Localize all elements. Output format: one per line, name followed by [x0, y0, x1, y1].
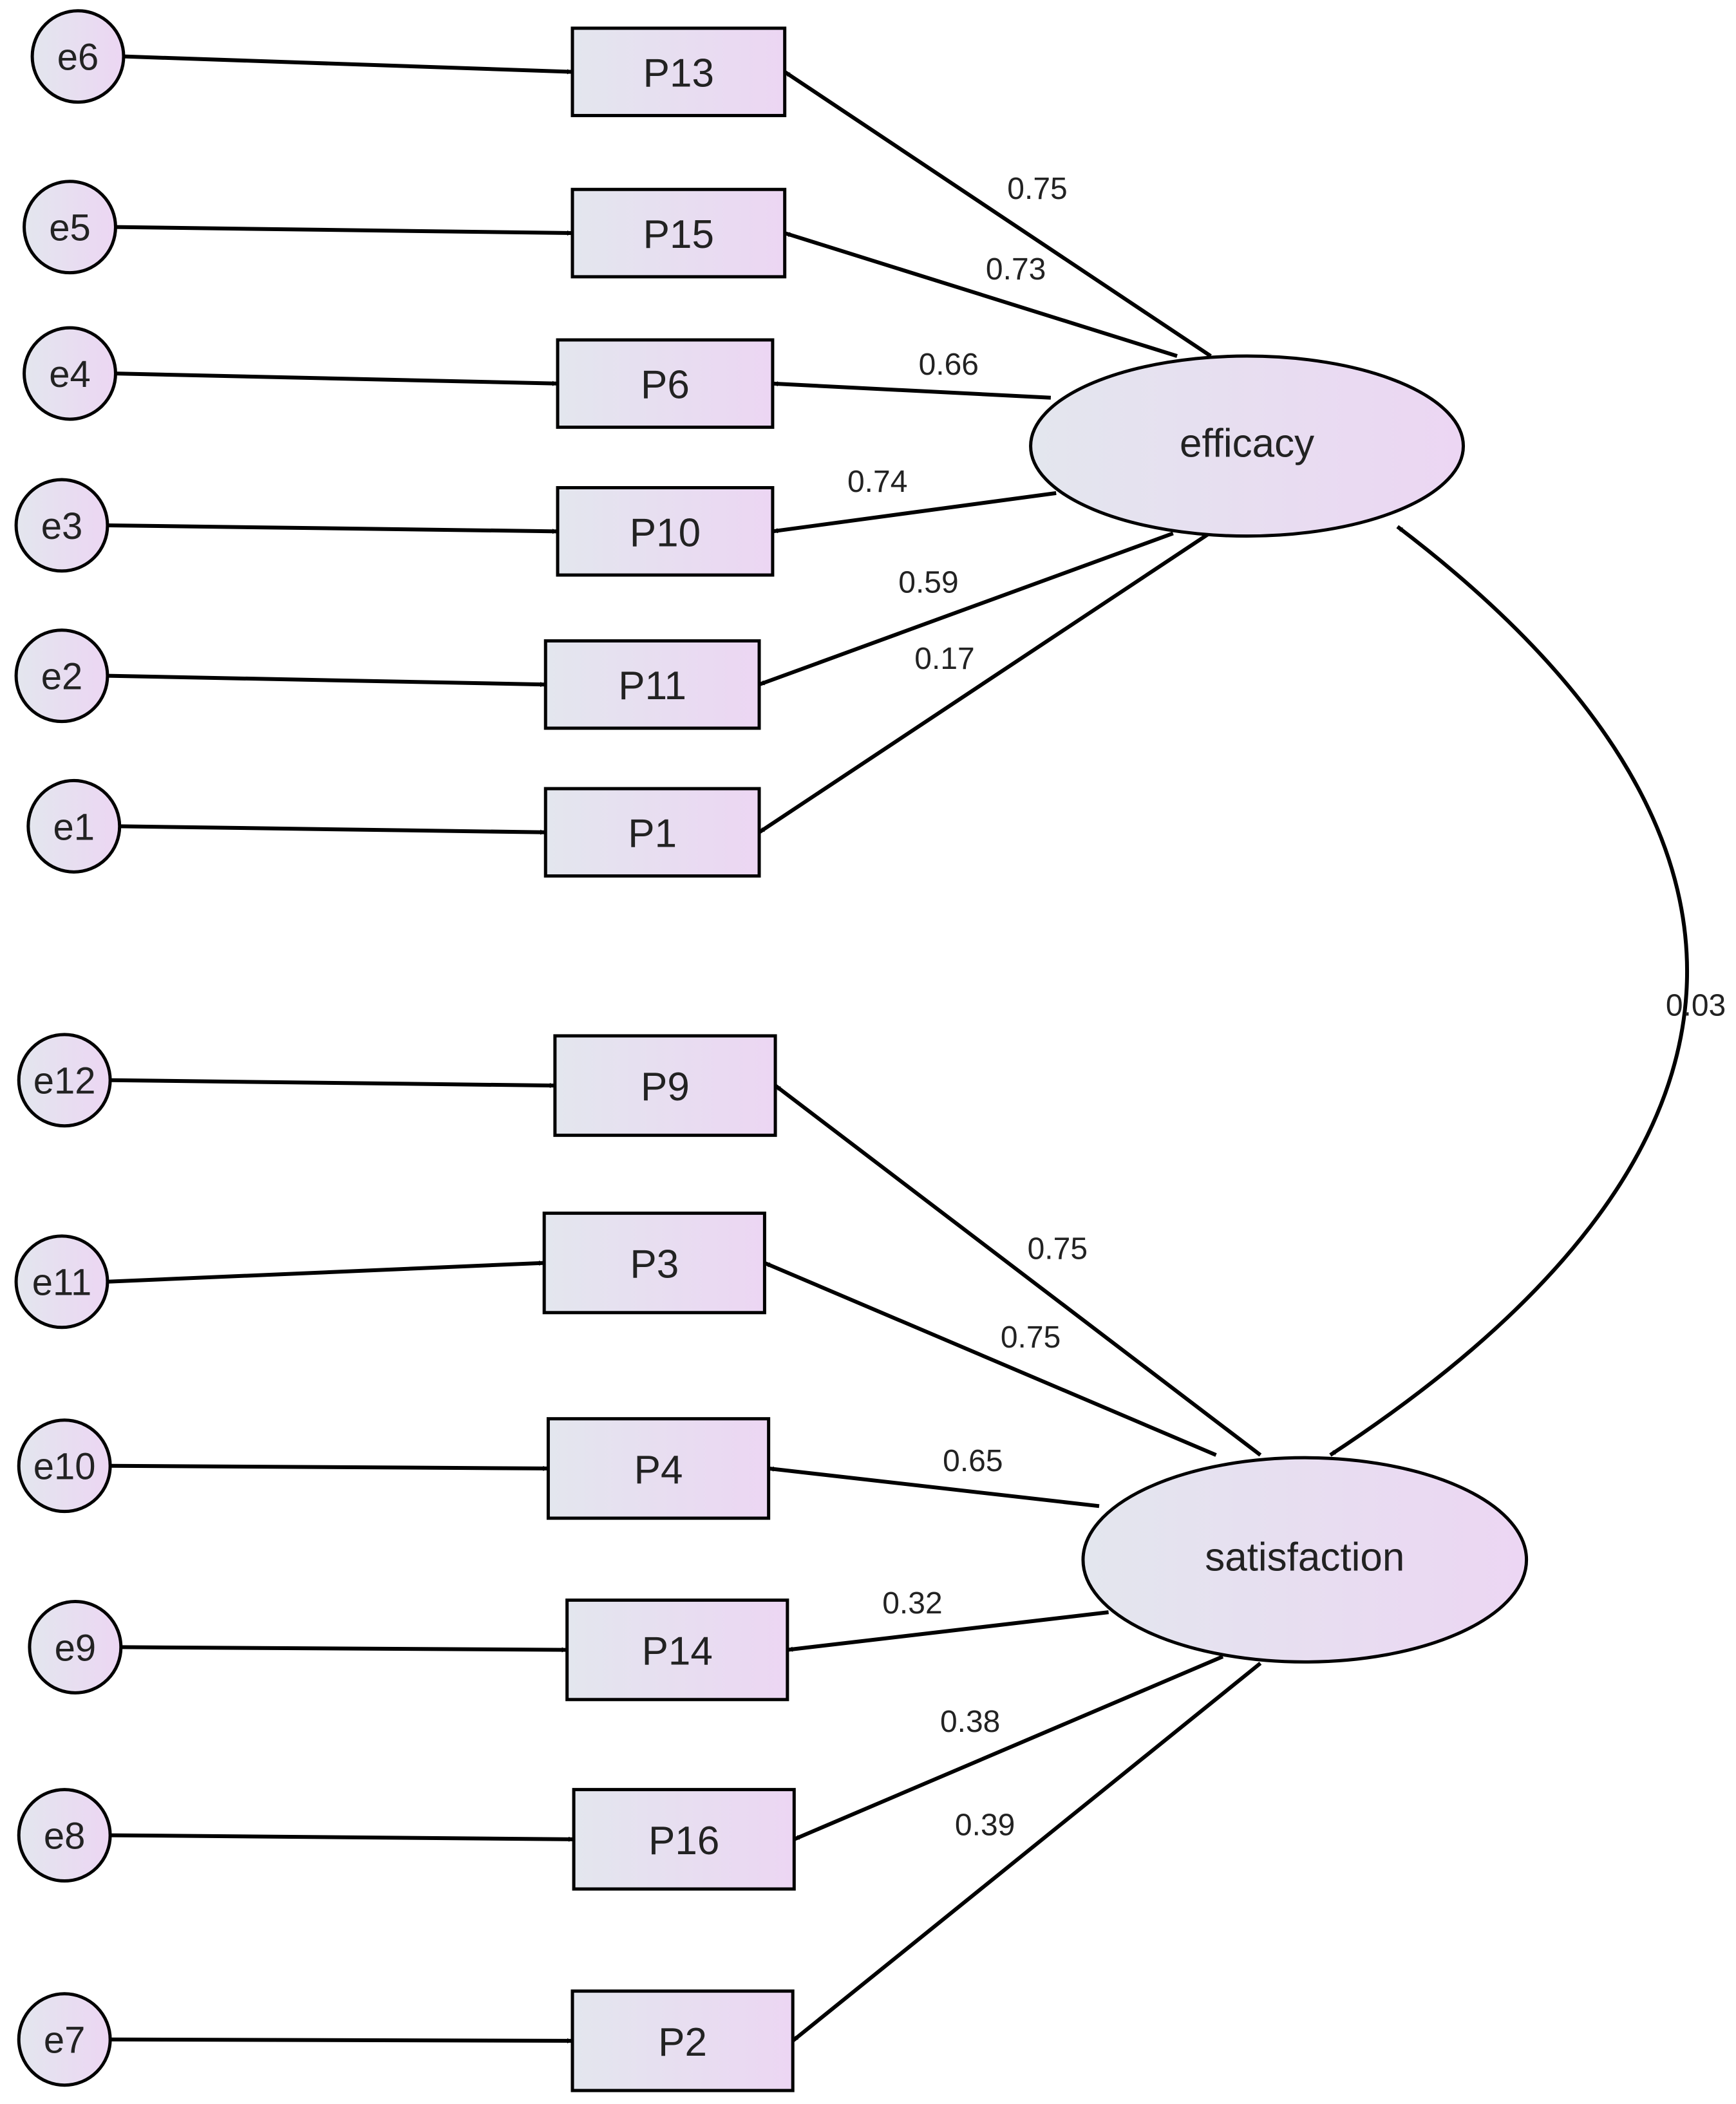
loading-label-p3: 0.75: [1001, 1320, 1061, 1355]
error-path-e5: [115, 225, 573, 236]
loading-path-p4: [768, 1466, 1100, 1508]
nodes-layer: [14, 9, 1529, 2092]
indicator-label-p13: P13: [643, 52, 714, 96]
loading-label-p11: 0.59: [898, 565, 958, 599]
loading-label-p14: 0.32: [882, 1586, 942, 1620]
loading-label-p6: 0.66: [919, 348, 979, 382]
error-path-e11: [107, 1260, 545, 1284]
loading-path-p2: [791, 1662, 1262, 2043]
loading-label-p16: 0.38: [940, 1705, 1000, 1739]
error-circle-e3: [14, 478, 109, 573]
error-label-e2: e2: [41, 656, 83, 698]
indicator-label-p1: P1: [628, 812, 677, 856]
correlation-arc: [1329, 525, 1689, 1457]
error-path-e7: [110, 2037, 572, 2043]
indicator-label-p9: P9: [641, 1065, 690, 1109]
error-label-e9: e9: [55, 1627, 97, 1669]
correlation-label: 0.03: [1666, 989, 1726, 1023]
indicator-label-p16: P16: [648, 1819, 719, 1863]
error-label-e4: e4: [49, 353, 91, 395]
error-label-e12: e12: [33, 1060, 96, 1102]
error-path-e6: [123, 54, 573, 75]
indicator-label-p2: P2: [658, 2020, 707, 2065]
indicator-box-p10: [556, 486, 775, 577]
loading-label-p9: 0.75: [1028, 1232, 1088, 1266]
error-path-e12: [110, 1078, 555, 1089]
indicator-box-p1: [543, 787, 761, 878]
error-path-e2: [107, 673, 546, 688]
latent-efficacy: [1029, 354, 1466, 538]
error-label-e3: e3: [41, 505, 83, 547]
error-path-e9: [120, 1645, 567, 1653]
loading-label-p15: 0.73: [986, 252, 1046, 286]
loading-path-p9: [774, 1084, 1262, 1457]
indicator-label-p11: P11: [618, 664, 686, 708]
indicator-label-p15: P15: [643, 212, 714, 257]
indicator-box-p3: [542, 1211, 766, 1315]
indicator-label-p10: P10: [630, 511, 701, 555]
indicator-label-p14: P14: [642, 1630, 713, 1674]
indicator-label-p4: P4: [634, 1448, 683, 1492]
latent-satisfaction: [1081, 1456, 1529, 1664]
indicator-box-p9: [553, 1034, 777, 1137]
error-circle-e6: [30, 9, 126, 104]
error-circle-e11: [14, 1234, 109, 1329]
loading-label-p2: 0.39: [955, 1808, 1015, 1843]
indicator-box-p13: [571, 26, 787, 117]
error-label-e10: e10: [33, 1446, 96, 1488]
error-label-e7: e7: [44, 2020, 86, 2062]
error-label-e1: e1: [53, 806, 95, 848]
loading-path-p11: [759, 531, 1174, 687]
indicator-label-p6: P6: [641, 363, 690, 408]
loading-path-p3: [764, 1261, 1217, 1457]
indicator-box-p11: [543, 639, 761, 730]
error-label-e5: e5: [49, 207, 91, 249]
loading-path-p14: [787, 1610, 1109, 1652]
loading-path-p1: [758, 531, 1211, 834]
error-circle-e1: [26, 778, 122, 874]
error-circle-e9: [28, 1599, 123, 1695]
error-circle-e10: [17, 1418, 112, 1514]
paths-layer: [107, 54, 1689, 2043]
error-path-e8: [110, 1833, 574, 1842]
loading-path-p6: [772, 381, 1052, 400]
loading-path-p15: [784, 231, 1178, 358]
loading-label-p10: 0.74: [847, 465, 907, 499]
latent-label-efficacy: efficacy: [1180, 422, 1314, 466]
error-path-e3: [107, 523, 558, 534]
error-label-e8: e8: [44, 1815, 86, 1857]
indicator-box-p14: [565, 1598, 789, 1702]
labels-layer: efficacysatisfactionP13e60.75P15e50.73P6…: [32, 37, 1726, 2065]
error-circle-e8: [17, 1788, 112, 1883]
error-circle-e7: [17, 1992, 112, 2087]
error-circle-e4: [23, 326, 117, 421]
error-path-e4: [115, 371, 558, 386]
indicator-label-p3: P3: [630, 1243, 679, 1287]
latent-label-satisfaction: satisfaction: [1205, 1535, 1404, 1579]
loading-label-p1: 0.17: [914, 642, 974, 676]
indicator-box-p2: [571, 1989, 795, 2092]
indicator-box-p15: [571, 187, 787, 279]
error-circle-e5: [23, 180, 117, 275]
error-circle-e2: [14, 628, 109, 724]
indicator-box-p6: [556, 338, 775, 429]
indicator-box-p4: [546, 1417, 771, 1520]
indicator-box-p16: [572, 1788, 796, 1891]
error-label-e6: e6: [57, 37, 99, 79]
error-path-e1: [119, 824, 546, 835]
loading-label-p13: 0.75: [1007, 172, 1067, 206]
error-circle-e12: [17, 1033, 112, 1128]
loading-path-p16: [793, 1655, 1224, 1841]
error-path-e10: [110, 1463, 549, 1471]
loading-path-p10: [772, 491, 1057, 534]
error-label-e11: e11: [32, 1262, 91, 1304]
loading-path-p13: [784, 70, 1212, 358]
loading-label-p4: 0.65: [943, 1444, 1003, 1478]
